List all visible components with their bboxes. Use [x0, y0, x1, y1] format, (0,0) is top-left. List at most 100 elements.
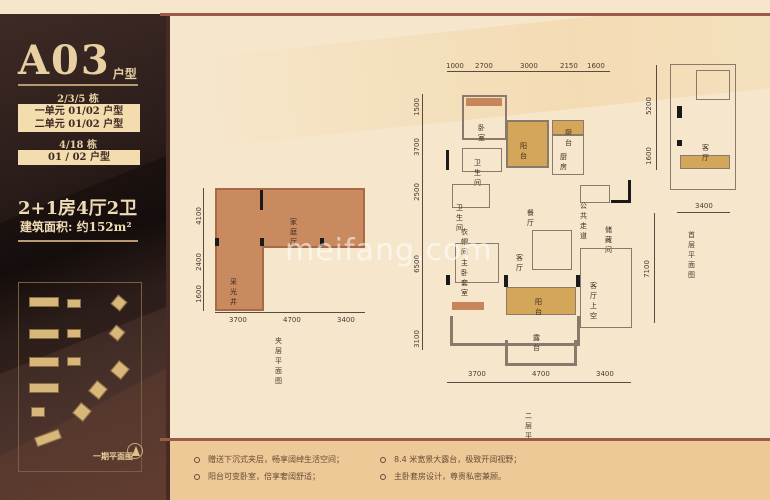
dim-line — [677, 212, 730, 213]
room-label: 采光井 — [230, 278, 237, 306]
plan-caption: 夹层平面图 — [275, 337, 282, 385]
room-label: 露台 — [533, 334, 540, 352]
dim-label: 1600 — [644, 147, 653, 165]
dim-label: 3000 — [520, 62, 538, 70]
dim-line — [447, 71, 610, 72]
model-suffix: 户型 — [112, 67, 137, 81]
dim-label: 2400 — [194, 253, 203, 271]
room-label: 厨台 — [565, 129, 572, 147]
wall-column — [320, 238, 324, 246]
dim-label: 1000 — [446, 62, 464, 70]
divider-line — [18, 84, 138, 86]
unit-tag-group-2: 01 / 02 户型 — [18, 150, 140, 165]
site-building — [29, 357, 59, 367]
divider-line — [18, 240, 138, 242]
panel-divider — [166, 14, 170, 500]
first-floor-balcony — [680, 155, 730, 169]
room-layout: 2+1房4厅2卫 — [18, 198, 138, 219]
dim-label: 3400 — [337, 316, 355, 324]
feature-band — [170, 441, 770, 500]
dim-line — [203, 188, 204, 311]
dim-label: 3700 — [412, 138, 421, 156]
dim-label: 3700 — [229, 316, 247, 324]
dim-label: 3700 — [468, 370, 486, 378]
room-bathroom-1 — [462, 148, 502, 172]
room-kitchen — [552, 135, 584, 175]
building-group-1: 2/3/5 栋 — [57, 94, 99, 105]
room-label: 储藏间 — [605, 226, 612, 254]
dim-line — [422, 94, 423, 350]
dim-label: 3400 — [596, 370, 614, 378]
wall-column — [677, 106, 682, 118]
room-label: 客厅上空 — [590, 282, 597, 320]
wall-column — [611, 200, 631, 203]
room-balcony-lower — [506, 287, 576, 315]
room-stair — [696, 70, 730, 100]
bottom-rule — [160, 438, 770, 441]
north-arrow-icon — [127, 443, 143, 459]
room-terrace — [450, 316, 580, 346]
dim-label: 2500 — [412, 183, 421, 201]
room-balcony-upper — [506, 120, 549, 168]
bullet-circle-icon — [194, 473, 200, 480]
building-area: 建筑面积: 约152m² — [20, 220, 132, 234]
top-rule — [160, 13, 770, 16]
room-master-bedroom — [455, 243, 499, 283]
room-label: 阳台 — [535, 298, 542, 316]
plan-caption: 首层平面图 — [688, 231, 695, 279]
dim-label: 1600 — [194, 285, 203, 303]
room-first-floor — [670, 64, 736, 190]
unit-tag-line: 一单元 01/02 户型 — [34, 106, 124, 117]
feature-item: 8.4 米宽景大露台，极致开阔视野； — [380, 454, 580, 465]
site-building — [72, 402, 92, 422]
bullet-circle-icon — [194, 456, 200, 463]
dim-label: 4100 — [194, 207, 203, 225]
bullet-circle-icon — [380, 456, 386, 463]
room-label: 卧室 — [478, 124, 485, 142]
top-strip — [0, 0, 770, 14]
room-living — [532, 230, 572, 270]
dim-label: 5200 — [644, 97, 653, 115]
room-label: 公共走道 — [580, 202, 587, 240]
room-label: 客厅 — [516, 254, 523, 272]
dim-label: 7100 — [642, 260, 651, 278]
wall-column — [215, 238, 219, 246]
room-label: 餐厅 — [527, 209, 534, 227]
site-building — [67, 329, 81, 338]
site-building — [29, 383, 59, 393]
site-building — [29, 297, 59, 307]
room-label: 阳台 — [520, 142, 527, 160]
site-building — [29, 329, 59, 339]
mezzanine-room-family — [215, 188, 365, 248]
room-label: 家庭厅 — [290, 218, 297, 246]
wall-column — [260, 190, 263, 210]
room-label: 衣帽间 — [461, 228, 468, 256]
room-label: 客厅 — [702, 144, 709, 162]
wall-column — [576, 275, 580, 287]
model-code: A03 — [18, 37, 111, 84]
feature-text: 阳台可变卧室，倍享奢阔舒适； — [208, 472, 320, 481]
dim-label: 1600 — [587, 62, 605, 70]
room-bedroom — [462, 95, 507, 140]
building-group-2: 4/18 栋 — [58, 140, 97, 151]
site-building — [31, 407, 45, 417]
room-kitchen-counter — [552, 120, 584, 135]
room-label: 卫生间 — [474, 159, 481, 187]
site-building — [110, 294, 128, 312]
wall-column — [628, 180, 631, 203]
site-building — [34, 428, 62, 448]
feature-list: 赠送下沉式夹层，畅享阔绰生活空间； 8.4 米宽景大露台，极致开阔视野； 阳台可… — [194, 454, 580, 482]
unit-tag-group-1: 一单元 01/02 户型 二单元 01/02 户型 — [18, 104, 140, 132]
feature-text: 8.4 米宽景大露台，极致开阔视野； — [394, 455, 522, 464]
unit-tag-line: 01 / 02 户型 — [48, 152, 110, 163]
room-balcony-bedroom — [452, 302, 484, 310]
dim-label: 2150 — [560, 62, 578, 70]
feature-text: 主卧套房设计，尊贵私密兼顾。 — [394, 472, 506, 481]
unit-tag-line: 二单元 01/02 户型 — [34, 119, 124, 130]
dim-label: 3100 — [412, 330, 421, 348]
feature-item: 阳台可变卧室，倍享奢阔舒适； — [194, 471, 380, 482]
site-building — [108, 324, 126, 342]
site-building — [67, 357, 81, 366]
